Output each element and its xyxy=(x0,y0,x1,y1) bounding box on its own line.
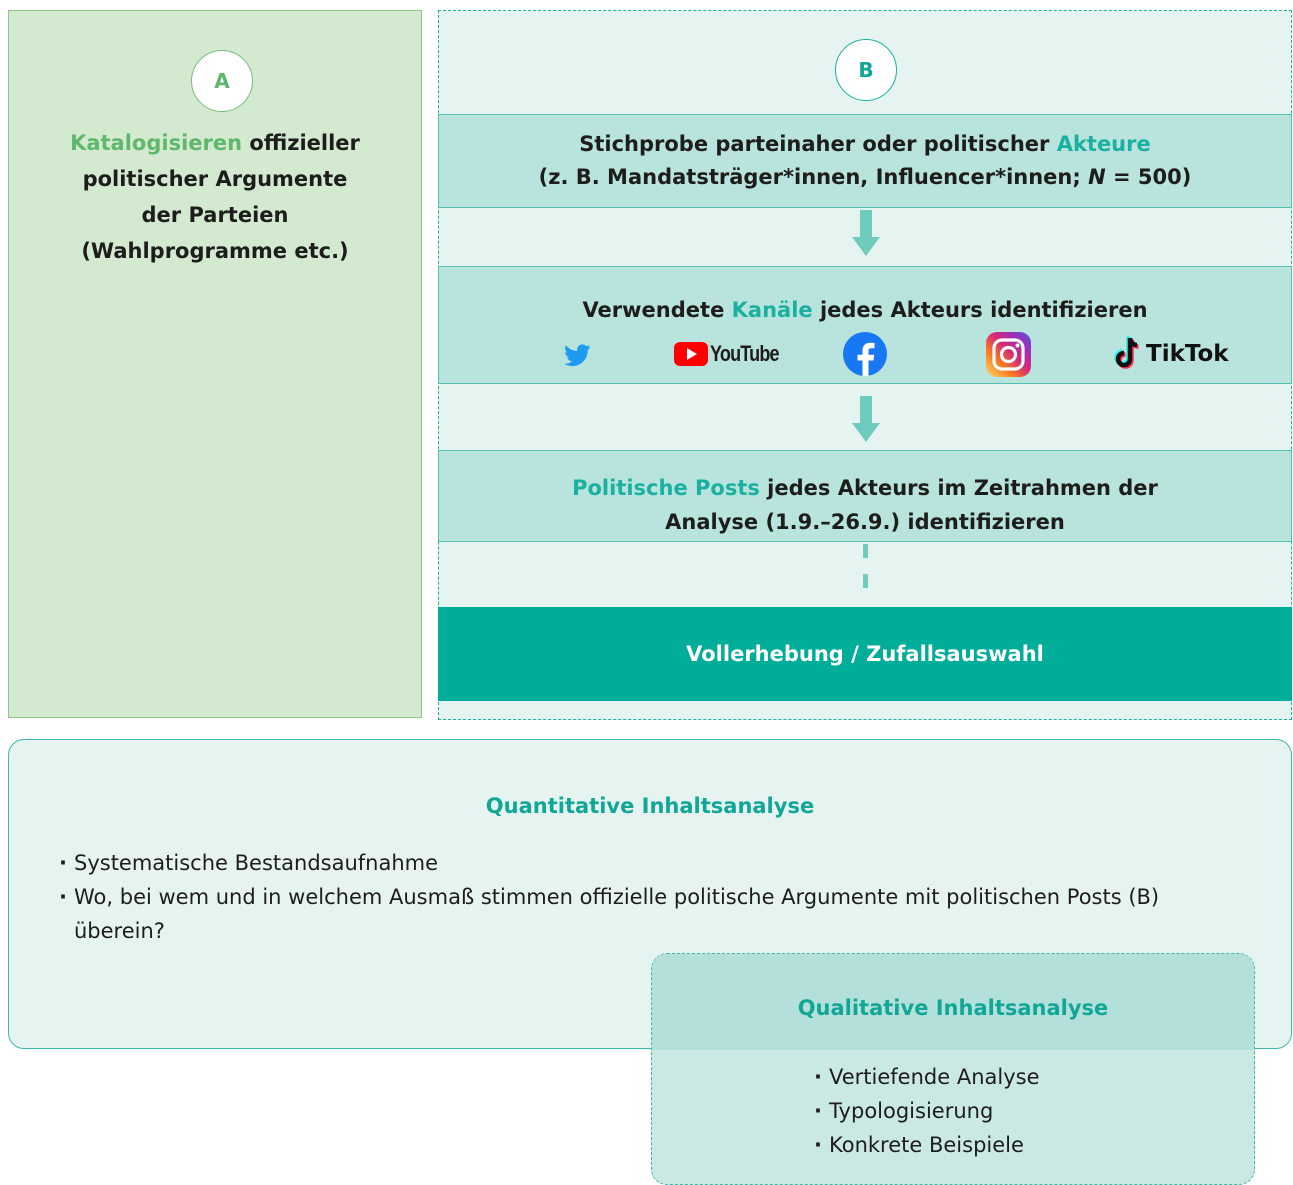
quantitative-analysis-panel: Quantitative Inhaltsanalyse Systematisch… xyxy=(8,739,1292,1049)
down-arrow-1 xyxy=(852,210,880,256)
list-item: Konkrete Beispiele xyxy=(814,1128,1234,1162)
qualitative-header xyxy=(652,954,1254,1050)
channels-text: Verwendete Kanäle jedes Akteurs identifi… xyxy=(439,298,1291,322)
sampling-method-box: Vollerhebung / Zufallsauswahl xyxy=(438,607,1292,701)
sample-line1-highlight: Akteure xyxy=(1056,132,1151,156)
column-a-line-1: politischer Argumente xyxy=(82,167,348,191)
column-a-line-2: der Parteien xyxy=(141,203,289,227)
sample-n-symbol: N xyxy=(1088,165,1106,189)
posts-highlight: Politische Posts xyxy=(572,476,760,500)
political-posts-box: Politische Posts jedes Akteurs im Zeitra… xyxy=(438,450,1292,542)
column-a-line-3: (Wahlprogramme etc.) xyxy=(81,239,349,263)
column-a-text: Katalogisieren offizieller politischer A… xyxy=(9,125,421,269)
tiktok-label: TikTok xyxy=(1146,341,1229,367)
channels-suffix: jedes Akteurs identifizieren xyxy=(812,298,1148,322)
sample-line2-prefix: (z. B. Mandatsträger*innen, Influencer*i… xyxy=(538,165,1089,189)
sample-line2-suffix: = 500) xyxy=(1105,165,1192,189)
list-item: Vertiefende Analyse xyxy=(814,1060,1234,1094)
instagram-icon xyxy=(986,332,1031,377)
posts-line1-suffix: jedes Akteurs im Zeitrahmen der xyxy=(759,476,1158,500)
twitter-icon xyxy=(564,344,591,367)
sample-actors-box: Stichprobe parteinaher oder politischer … xyxy=(438,114,1292,208)
step-a-badge: A xyxy=(191,50,253,112)
posts-line2: Analyse (1.9.–26.9.) identifizieren xyxy=(665,510,1065,534)
sample-line1-prefix: Stichprobe parteinaher oder politischer xyxy=(579,132,1057,156)
tiktok-icon xyxy=(1114,336,1139,369)
qualitative-bullets: Vertiefende Analyse Typologisierung Konk… xyxy=(814,1060,1234,1162)
column-a-title-rest: offizieller xyxy=(242,131,360,155)
list-item: Systematische Bestandsaufnahme xyxy=(59,846,1239,880)
channels-prefix: Verwendete xyxy=(582,298,732,322)
down-arrow-2 xyxy=(852,396,880,442)
column-a-panel: A Katalogisieren offizieller politischer… xyxy=(8,10,422,718)
facebook-icon xyxy=(843,332,887,376)
list-item: Wo, bei wem und in welchem Ausmaß stimme… xyxy=(59,880,1239,948)
quantitative-title: Quantitative Inhaltsanalyse xyxy=(485,794,815,818)
list-item: Typologisierung xyxy=(814,1094,1234,1128)
youtube-label: YouTube xyxy=(710,341,780,366)
dashed-connector xyxy=(863,544,868,588)
quantitative-bullets: Systematische Bestandsaufnahme Wo, bei w… xyxy=(59,846,1239,948)
channels-highlight: Kanäle xyxy=(731,298,813,322)
column-a-highlight: Katalogisieren xyxy=(70,131,243,155)
sampling-method-label: Vollerhebung / Zufallsauswahl xyxy=(686,642,1044,666)
qualitative-analysis-panel: Qualitative Inhaltsanalyse Vertiefende A… xyxy=(651,953,1255,1185)
step-b-badge: B xyxy=(835,39,897,101)
youtube-icon xyxy=(674,342,708,366)
qualitative-title: Qualitative Inhaltsanalyse xyxy=(797,996,1109,1020)
